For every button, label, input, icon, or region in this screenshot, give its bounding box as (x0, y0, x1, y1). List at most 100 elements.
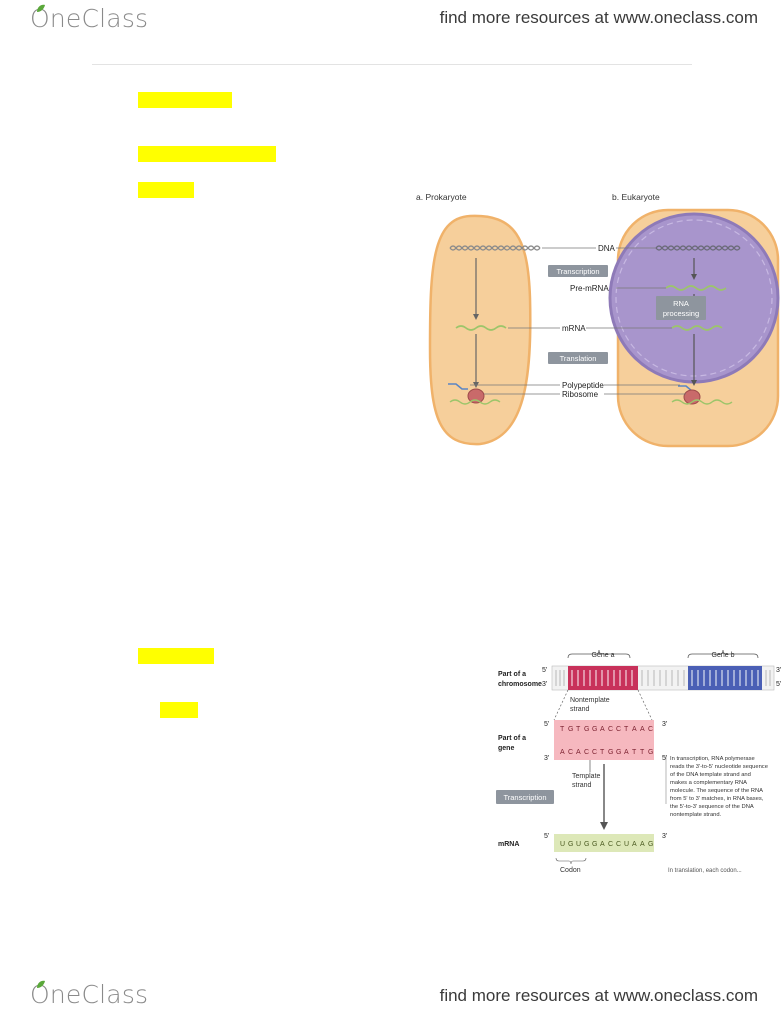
translation-box (548, 352, 608, 364)
nucleotide: T (640, 749, 645, 756)
nucleotide: G (592, 726, 597, 733)
nucleotide: C (584, 749, 589, 756)
nucleotide: T (632, 749, 637, 756)
nucleotide: T (624, 726, 629, 733)
nucleotide: T (560, 726, 565, 733)
dna-label: DNA (598, 244, 616, 253)
chrom-5prime-right: 5' (776, 681, 781, 688)
note-line: nontemplate strand. (670, 812, 722, 818)
polypeptide-label: Polypeptide (562, 381, 604, 390)
logo-text: OneClass (30, 4, 149, 33)
panel-a-label: a. Prokaryote (416, 192, 467, 202)
mrna-label: mRNA (562, 324, 586, 333)
mrna-block (554, 834, 654, 852)
nucleotide: C (616, 841, 621, 848)
nucleotide: G (648, 841, 653, 848)
transcription-label: Transcription (556, 267, 599, 276)
template-label-1: Template (572, 773, 601, 780)
nucleotide: C (608, 841, 613, 848)
mrna-prokaryote (455, 325, 507, 331)
header-tagline[interactable]: find more resources at www.oneclass.com (439, 8, 758, 27)
nucleotide: T (600, 749, 605, 756)
mrna-5prime: 5' (544, 833, 549, 840)
note-line: from 5' to 3' matches, in RNA bases, (670, 796, 764, 802)
gene-part-label-2: gene (498, 745, 514, 752)
highlight-bar-2 (138, 146, 276, 162)
chromosome-label-1: Part of a (498, 671, 526, 678)
transcription-box-2 (496, 790, 554, 804)
nontemplate-label-2: strand (570, 706, 590, 713)
footer-tagline[interactable]: find more resources at www.oneclass.com (439, 986, 758, 1005)
gene-zoom-block (554, 720, 654, 760)
nucleotide: A (640, 726, 645, 733)
highlight-bar-5 (160, 702, 198, 718)
nucleotide: C (568, 749, 573, 756)
gene-a-label: Gene a (592, 652, 615, 659)
mrna-label-2: mRNA (498, 841, 519, 848)
nucleotide: G (608, 749, 613, 756)
translation-label: Translation (560, 354, 597, 363)
header-divider (92, 64, 692, 65)
nucleotide: T (576, 726, 581, 733)
note-line: makes a complementary RNA (670, 780, 747, 786)
gene-5prime: 5' (544, 721, 549, 728)
highlight-bar-4 (138, 648, 214, 664)
nucleotide: C (592, 749, 597, 756)
nucleotide: A (600, 841, 605, 848)
translation-note-fragment: In translation, each codon... (668, 868, 742, 874)
nucleotide: A (600, 726, 605, 733)
mrna-eukaryote (671, 325, 723, 331)
gene-part-label-1: Part of a (498, 735, 526, 742)
logo-text: OneClass (30, 980, 149, 1009)
note-line: reads the 3'-to-5' nucleotide sequence (670, 764, 768, 770)
leader-lines (470, 247, 686, 395)
leaf-icon (37, 980, 45, 988)
nucleotide: G (592, 841, 597, 848)
chrom-5prime: 5' (542, 667, 547, 674)
nucleotide: A (632, 841, 637, 848)
nucleotide: G (584, 841, 589, 848)
gene-b-region (688, 666, 762, 690)
nucleotide: U (576, 841, 581, 848)
nucleotide: A (632, 726, 637, 733)
rna-processing-label-1: RNA (673, 299, 689, 308)
transcription-label-2: Transcription (503, 793, 546, 802)
pre-mrna (665, 285, 727, 291)
rna-processing-box (656, 296, 706, 320)
rna-processing-label-2: processing (663, 309, 699, 318)
nucleotide: U (560, 841, 565, 848)
dna-helix-prokaryote (449, 245, 541, 251)
nontemplate-label-1: Nontemplate (570, 697, 610, 704)
nucleotide: G (568, 726, 573, 733)
nucleotide: C (648, 726, 653, 733)
nucleotide: A (624, 749, 629, 756)
chromosome-label-2: chromosome (498, 681, 542, 688)
nucleotide: U (624, 841, 629, 848)
highlight-bar-1 (138, 92, 232, 108)
leaf-icon (37, 4, 45, 12)
pre-mrna-label: Pre-mRNA (570, 284, 609, 293)
nucleotide: G (616, 749, 621, 756)
chrom-3prime: 3' (542, 681, 547, 688)
prokaryote-cell (428, 214, 532, 446)
codon-label: Codon (560, 867, 581, 874)
template-label-2: strand (572, 782, 592, 789)
transcription-figure: Gene a Gene b 5' 3' 3' 5' Part of a chro… (496, 649, 781, 874)
nucleotide: A (576, 749, 581, 756)
oneclass-logo-footer[interactable]: OneClass (30, 980, 148, 1009)
gene-3prime: 3' (544, 755, 549, 762)
note-line: of the DNA template strand and (670, 772, 751, 778)
nucleotide: G (648, 749, 653, 756)
chrom-3prime-right: 3' (776, 667, 781, 674)
oneclass-logo[interactable]: OneClass (30, 4, 148, 33)
nucleotide: A (640, 841, 645, 848)
nucleotide: G (568, 841, 573, 848)
dna-helix-eukaryote (655, 245, 741, 251)
mrna-3prime: 3' (662, 833, 667, 840)
highlight-bar-3 (138, 182, 194, 198)
gene-5prime-right: 5' (662, 755, 667, 762)
